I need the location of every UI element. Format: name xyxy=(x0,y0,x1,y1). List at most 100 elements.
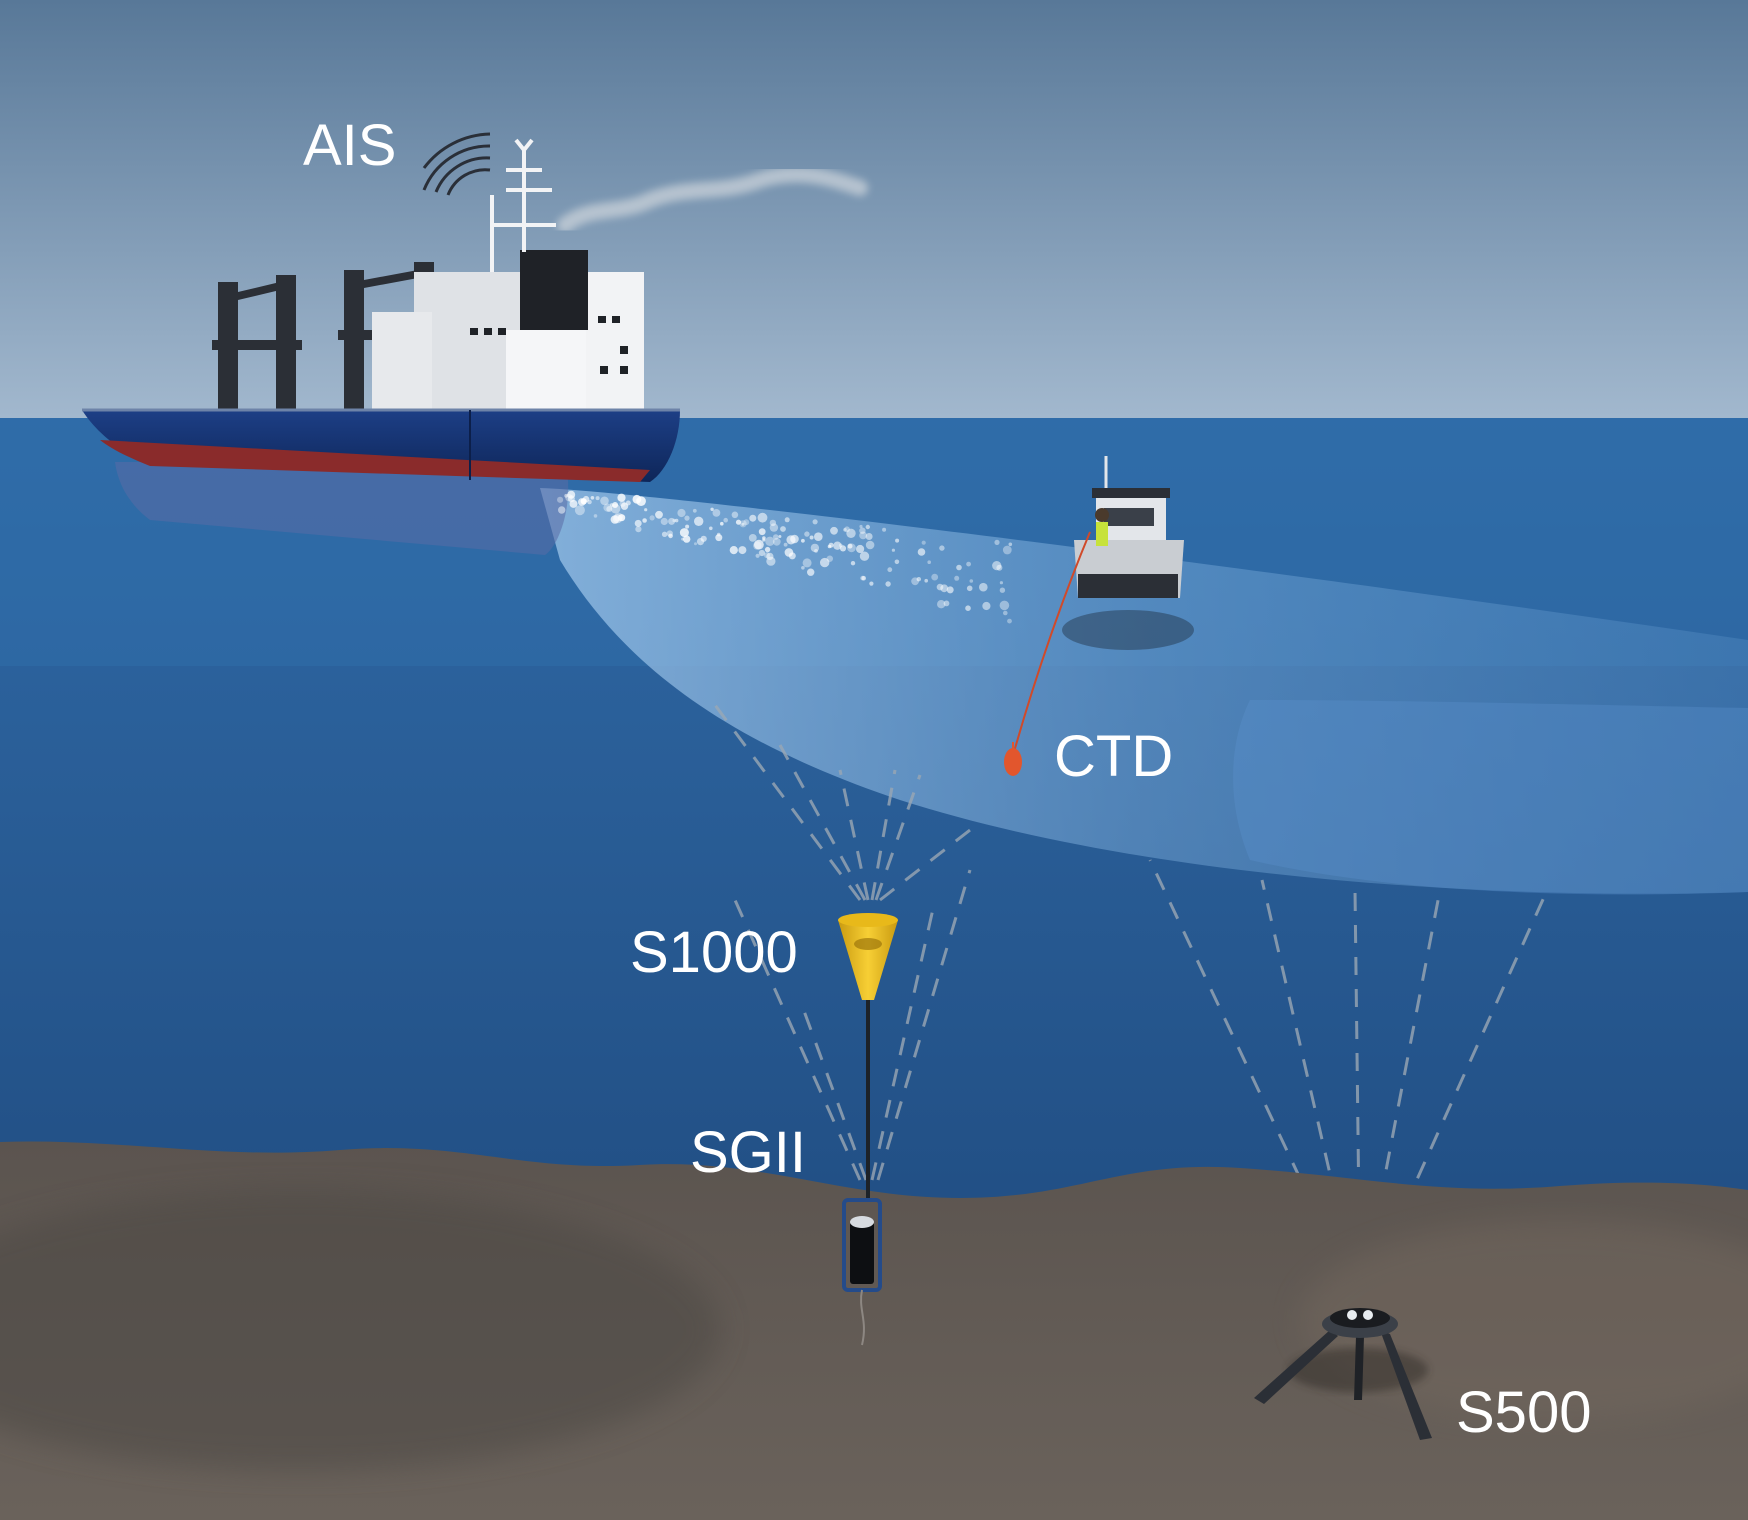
wake-bubble xyxy=(814,532,823,541)
wake-bubble xyxy=(790,534,799,544)
wake-bubble xyxy=(943,600,950,607)
wake-bubble xyxy=(891,548,896,552)
wake-bubble xyxy=(610,515,620,524)
wake-bubble xyxy=(804,531,810,537)
wake-bubble xyxy=(843,528,847,532)
label-s1000: S1000 xyxy=(630,920,798,985)
wake-bubble xyxy=(617,493,626,502)
ais-signal-icon xyxy=(422,132,491,196)
wake-bubble xyxy=(994,539,1000,546)
wake-bubble xyxy=(618,514,626,522)
wake-bubble xyxy=(921,540,926,545)
wake-bubble xyxy=(940,584,949,593)
s1000-sound-rays xyxy=(713,704,972,1181)
wake-bubble xyxy=(748,534,757,542)
boat-crew-member xyxy=(1096,522,1108,546)
cargo-ship xyxy=(82,138,868,482)
wake-bubble xyxy=(753,541,762,550)
wake-bubble xyxy=(801,538,805,543)
wake-bubble xyxy=(606,506,613,512)
ctd-cable xyxy=(1013,531,1091,753)
wake-bubble xyxy=(982,601,991,611)
wake-bubble xyxy=(810,543,820,553)
wake-bubble xyxy=(894,559,900,565)
wake-bubble xyxy=(773,534,779,540)
wake-bubble xyxy=(869,581,874,586)
wake-bubble xyxy=(723,517,728,523)
wake-bubble xyxy=(758,528,766,536)
wake-bubble xyxy=(809,535,814,540)
wake-bubble xyxy=(783,542,788,547)
wake-bubble xyxy=(814,549,818,553)
wake-bubble xyxy=(865,524,870,530)
wake-bubble xyxy=(590,496,595,500)
wake-bubble xyxy=(847,543,856,553)
wake-bubble xyxy=(850,561,856,566)
wake-bubble xyxy=(582,495,590,503)
propeller-wake xyxy=(557,490,1013,624)
wake-bubble xyxy=(954,575,960,581)
wake-bubble xyxy=(720,521,724,526)
plume-far-zone xyxy=(1233,700,1748,895)
wake-bubble xyxy=(603,503,612,512)
wake-bubble xyxy=(765,536,775,546)
wake-bubble xyxy=(642,518,647,523)
wake-bubble xyxy=(1002,545,1012,555)
wake-bubble xyxy=(739,520,747,528)
wake-bubble xyxy=(743,519,750,526)
wake-bubble xyxy=(839,545,847,552)
wake-bubble xyxy=(674,518,679,523)
wake-bubble xyxy=(700,535,707,542)
label-sgii: SGII xyxy=(690,1120,806,1185)
wake-bubble xyxy=(564,493,569,498)
wake-bubble xyxy=(830,526,838,535)
wake-bubble xyxy=(749,514,757,522)
wake-bubble xyxy=(620,502,629,510)
sky xyxy=(0,0,1748,418)
label-s500: S500 xyxy=(1456,1380,1591,1445)
wake-bubble xyxy=(660,517,668,526)
wake-bubble xyxy=(679,528,689,538)
wake-bubble xyxy=(956,564,962,571)
label-ais: AIS xyxy=(303,113,397,178)
wake-bubble xyxy=(712,509,721,517)
wake-bubble xyxy=(769,519,777,527)
wake-bubble xyxy=(741,522,745,526)
wake-bubble xyxy=(812,519,818,525)
wake-bubble xyxy=(683,535,691,543)
wake-bubble xyxy=(820,557,830,568)
wake-bubble xyxy=(772,537,781,546)
wake-bubble xyxy=(927,560,931,564)
wake-bubble xyxy=(885,581,891,587)
wake-bubble xyxy=(634,519,642,527)
wake-bubble xyxy=(672,518,676,523)
noise-plume xyxy=(540,488,1748,894)
boat-reflection xyxy=(1062,610,1194,650)
wake-bubble xyxy=(859,524,863,529)
wake-bubble xyxy=(979,582,988,592)
seabed-shading xyxy=(0,1190,720,1470)
wake-bubble xyxy=(715,534,723,542)
wake-bubble xyxy=(593,514,598,518)
wake-bubble xyxy=(966,561,971,567)
wake-bubble xyxy=(847,543,853,549)
wake-bubble xyxy=(946,586,954,594)
wake-bubble xyxy=(860,575,865,581)
sgii-anchor-rope xyxy=(860,1289,865,1346)
wake-bubble xyxy=(911,577,919,586)
wake-bubble xyxy=(931,573,939,581)
ship-funnel xyxy=(520,250,588,330)
wake-bubble xyxy=(846,528,856,538)
wake-bubble xyxy=(780,526,786,532)
wake-bubble xyxy=(859,527,866,534)
ship-mast xyxy=(490,138,556,272)
wake-bubble xyxy=(684,515,690,521)
wake-bubble xyxy=(778,535,782,538)
wake-bubble xyxy=(769,523,779,532)
wake-bubble xyxy=(1008,542,1013,547)
wake-bubble xyxy=(966,585,973,592)
wake-bubble xyxy=(895,538,900,543)
wake-bubble xyxy=(757,512,768,523)
s1000-device xyxy=(838,913,898,1200)
